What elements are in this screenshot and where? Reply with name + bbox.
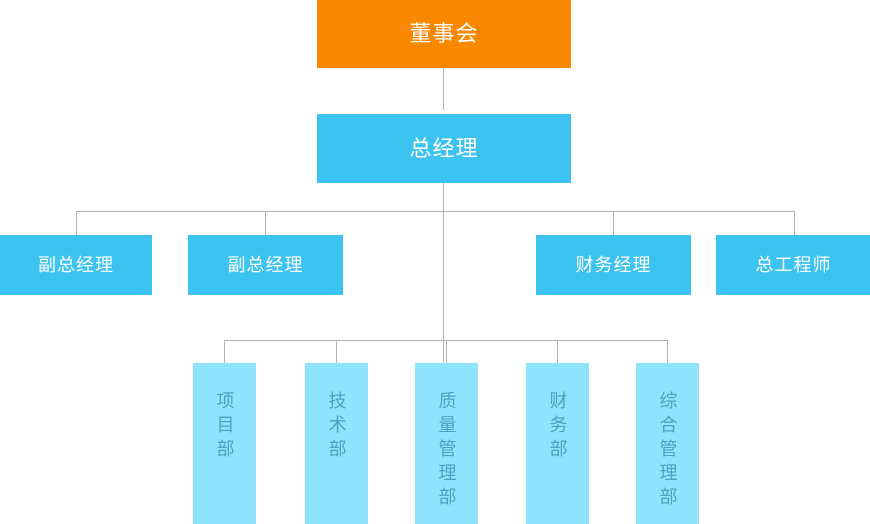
node-finance-department-label: 财务部	[547, 391, 568, 463]
connector-drop-technology-department	[336, 340, 337, 363]
node-quality-management-department[interactable]: 质量管理部	[415, 363, 478, 524]
node-board[interactable]: 董事会	[317, 0, 571, 68]
node-deputy-general-manager-2-label: 副总经理	[227, 254, 304, 275]
node-project-department-label: 项目部	[214, 391, 235, 463]
connector-bus-level-3	[76, 211, 795, 212]
node-general-manager-label: 总经理	[409, 135, 479, 161]
connector-general-manager-spine	[443, 183, 444, 363]
node-finance-department[interactable]: 财务部	[526, 363, 589, 524]
connector-drop-quality-department	[446, 340, 447, 363]
node-deputy-general-manager-1[interactable]: 副总经理	[0, 235, 152, 295]
node-deputy-general-manager-2[interactable]: 副总经理	[188, 235, 343, 295]
connector-drop-chief-engineer	[794, 211, 795, 235]
connector-drop-finance-manager	[613, 211, 614, 235]
connector-board-to-general-manager	[443, 68, 444, 110]
connector-drop-project-department	[224, 340, 225, 363]
node-chief-engineer-label: 总工程师	[755, 254, 832, 275]
node-finance-manager[interactable]: 财务经理	[536, 235, 691, 295]
connector-drop-deputy-2	[265, 211, 266, 235]
node-general-management-department-label: 综合管理部	[657, 391, 678, 511]
node-deputy-general-manager-1-label: 副总经理	[38, 254, 114, 275]
connector-drop-finance-department	[557, 340, 558, 363]
node-quality-management-department-label: 质量管理部	[436, 391, 457, 511]
node-technology-department[interactable]: 技术部	[305, 363, 368, 524]
node-chief-engineer[interactable]: 总工程师	[716, 235, 870, 295]
node-general-manager[interactable]: 总经理	[317, 114, 571, 183]
node-board-label: 董事会	[409, 21, 479, 47]
node-general-management-department[interactable]: 综合管理部	[636, 363, 699, 524]
node-technology-department-label: 技术部	[326, 391, 347, 463]
node-finance-manager-label: 财务经理	[575, 254, 652, 275]
node-project-department[interactable]: 项目部	[193, 363, 256, 524]
connector-drop-general-management-department	[667, 340, 668, 363]
connector-drop-deputy-1	[76, 211, 77, 235]
